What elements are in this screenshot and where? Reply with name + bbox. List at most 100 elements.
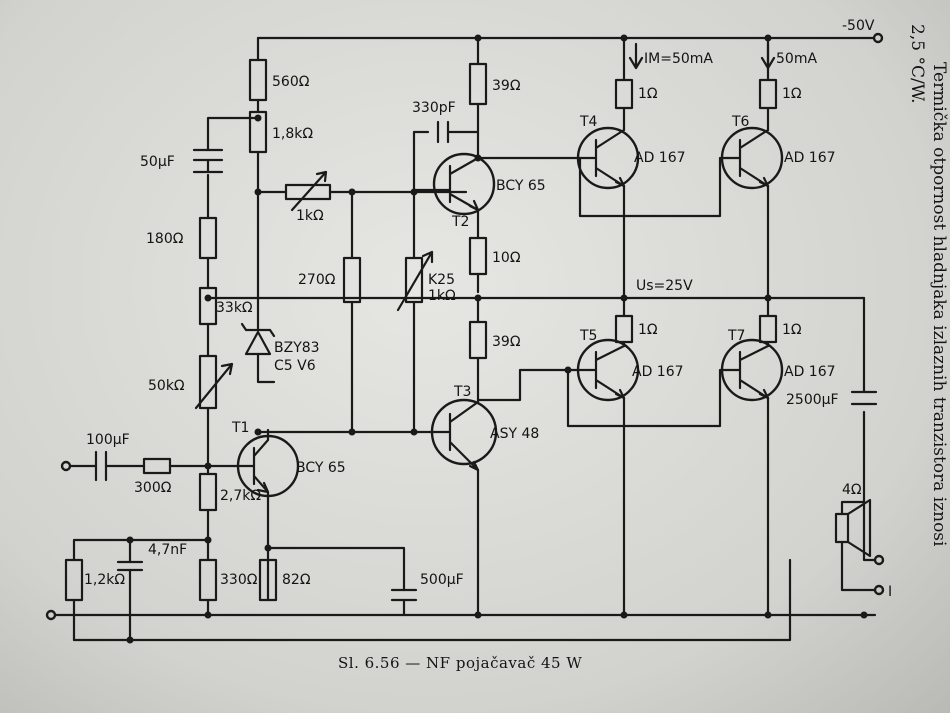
- label-r-82: 82Ω: [282, 572, 311, 588]
- transistor-t7: [720, 338, 784, 402]
- side-note-line1: 2,5 °C/W.: [907, 24, 927, 104]
- resistor-1-t6: [758, 78, 778, 110]
- label-c-50u: 50μF: [140, 154, 175, 170]
- cap-2500u: [850, 390, 878, 406]
- resistor-560: [248, 58, 268, 102]
- label-t1-type: BCY 65: [296, 460, 346, 476]
- cap-100u: [94, 450, 108, 482]
- junction-dots: [126, 34, 868, 644]
- transistor-t5: [576, 338, 640, 402]
- resistor-33k: [198, 286, 218, 326]
- speaker-4ohm: [834, 498, 877, 592]
- resistor-1k-trim: [284, 183, 332, 201]
- label-t3-ref: T3: [453, 384, 471, 400]
- resistor-1-t7: [758, 314, 778, 344]
- label-r-1k8: 1,8kΩ: [272, 126, 313, 142]
- label-t6-ref: T6: [731, 114, 750, 130]
- label-supply: -50V: [842, 18, 875, 34]
- label-t2-ref: T2: [451, 214, 469, 230]
- terminal-out-bottom: [873, 584, 885, 596]
- label-r-10: 10Ω: [492, 250, 521, 266]
- label-r-180: 180Ω: [146, 231, 184, 247]
- label-r-1k-trim: 1kΩ: [296, 208, 324, 224]
- label-c-100u: 100μF: [86, 432, 130, 448]
- figure-caption: Sl. 6.56 — NF pojačavač 45 W: [338, 654, 582, 672]
- label-zener-2: C5 V6: [274, 358, 316, 374]
- label-t1-ref: T1: [231, 420, 249, 436]
- current-arrows: [628, 42, 776, 70]
- resistor-1k8: [248, 110, 268, 154]
- resistors: [64, 58, 778, 602]
- resistor-1-t4: [614, 78, 634, 110]
- label-t3-type: ASY 48: [490, 426, 539, 442]
- transistor-t2: [412, 152, 496, 216]
- wiring: [53, 36, 877, 642]
- label-r-39-mid: 39Ω: [492, 334, 521, 350]
- terminal-out-top: [873, 554, 885, 566]
- transistor-t1: [234, 428, 300, 500]
- label-t7-type: AD 167: [784, 364, 836, 380]
- label-t4-type: AD 167: [634, 150, 686, 166]
- label-c-500u: 500μF: [420, 572, 464, 588]
- label-r-560: 560Ω: [272, 74, 310, 90]
- label-r-2k7: 2,7kΩ: [220, 488, 261, 504]
- label-t5-type: AD 167: [632, 364, 684, 380]
- cap-50u: [192, 148, 224, 174]
- resistor-1k2: [64, 558, 84, 602]
- resistor-330: [198, 558, 218, 602]
- label-t7-ref: T7: [727, 328, 745, 344]
- label-r-270: 270Ω: [298, 272, 336, 288]
- label-terminal-out: I: [888, 584, 892, 600]
- cap-500u: [390, 588, 418, 617]
- labels: -50V IM=50mA 50mA Us=25V 560Ω 1,8kΩ 1kΩ …: [84, 18, 892, 672]
- label-speaker: 4Ω: [842, 482, 862, 498]
- label-t2-type: BCY 65: [496, 178, 546, 194]
- label-current-m: IM=50mA: [644, 51, 713, 67]
- zener-diode: [240, 322, 276, 356]
- resistor-82: [258, 558, 278, 602]
- label-r-1-t5: 1Ω: [638, 322, 658, 338]
- resistor-39-mid: [468, 320, 488, 360]
- label-r-330: 330Ω: [220, 572, 258, 588]
- label-r-1-t7: 1Ω: [782, 322, 802, 338]
- resistor-2k7: [198, 472, 218, 512]
- transistor-t3: [428, 398, 498, 472]
- label-r-1-t4: 1Ω: [638, 86, 658, 102]
- label-r-50k: 50kΩ: [148, 378, 185, 394]
- label-r-1k2: 1,2kΩ: [84, 572, 125, 588]
- label-midpoint: Us=25V: [636, 278, 693, 294]
- side-note-line2: Termička otpornost hladnjaka izlaznih tr…: [929, 62, 949, 547]
- resistor-10: [468, 236, 488, 276]
- label-r-33k: 33kΩ: [216, 300, 253, 316]
- label-t4-ref: T4: [579, 114, 598, 130]
- label-r-300: 300Ω: [134, 480, 172, 496]
- label-pot-k25-1: K25: [428, 272, 455, 288]
- label-r-39-top: 39Ω: [492, 78, 521, 94]
- label-c-2500u: 2500μF: [786, 392, 839, 408]
- resistor-1-t5: [614, 314, 634, 344]
- label-c-4n7: 4,7nF: [148, 542, 187, 558]
- label-pot-k25-2: 1kΩ: [428, 288, 456, 304]
- resistor-300: [142, 457, 172, 475]
- capacitors: [94, 120, 878, 617]
- label-current-b: 50mA: [776, 51, 817, 67]
- terminal-ground-left: [45, 609, 57, 621]
- terminals: [45, 32, 885, 621]
- resistor-270: [342, 256, 362, 304]
- label-r-1-t6: 1Ω: [782, 86, 802, 102]
- label-t6-type: AD 167: [784, 150, 836, 166]
- cap-4n7: [116, 560, 144, 572]
- cap-330p: [436, 120, 450, 144]
- pot-k25: [404, 256, 424, 304]
- terminal-input: [60, 460, 72, 472]
- label-t5-ref: T5: [579, 328, 597, 344]
- transistor-t4: [576, 126, 640, 190]
- transistor-t6: [720, 126, 784, 190]
- side-note: 2,5 °C/W. Termička otpornost hladnjaka i…: [907, 24, 949, 547]
- terminal-supply: [872, 32, 884, 44]
- resistor-39-top: [468, 62, 488, 106]
- label-zener-1: BZY83: [274, 340, 320, 356]
- label-c-330p: 330pF: [412, 100, 456, 116]
